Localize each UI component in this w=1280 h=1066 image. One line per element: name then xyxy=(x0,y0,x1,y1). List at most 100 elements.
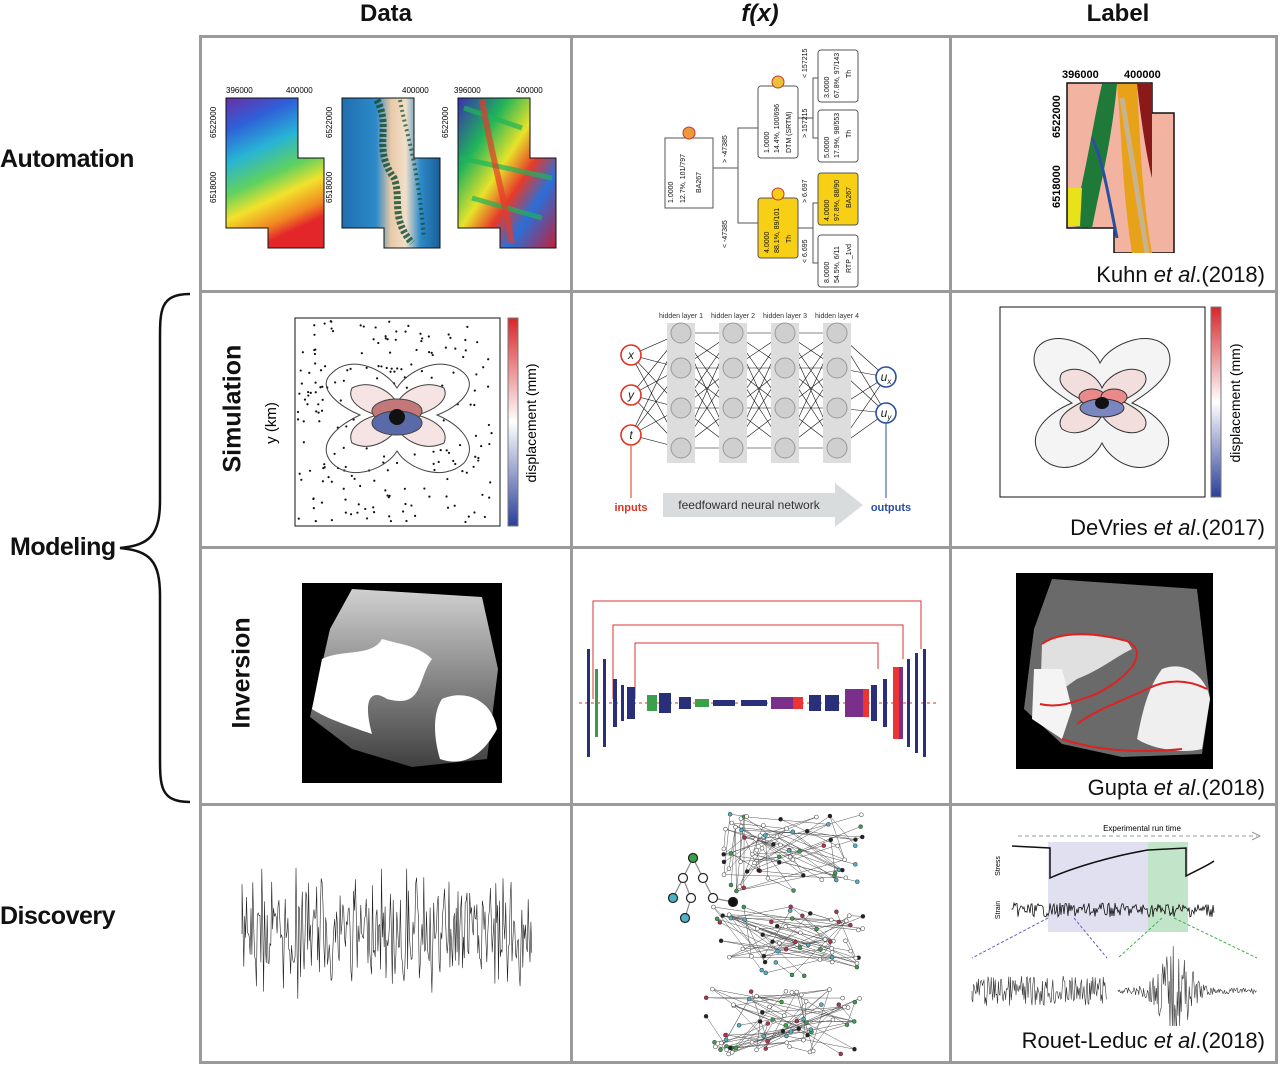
tree-node xyxy=(776,854,782,860)
tree-node xyxy=(728,915,734,921)
tree-node xyxy=(739,827,744,833)
nn-node xyxy=(722,322,744,344)
scatter-point xyxy=(331,330,335,333)
label-map-x-tick-2: 400000 xyxy=(1124,69,1161,81)
tree-node xyxy=(856,927,861,933)
tree-node xyxy=(819,1002,824,1007)
tree-node xyxy=(805,942,811,948)
scatter-point xyxy=(353,477,356,480)
tree-node xyxy=(728,1045,733,1051)
scatter-point xyxy=(330,320,333,323)
scatter-point xyxy=(404,502,407,506)
scatter-point xyxy=(445,495,448,498)
tree-node xyxy=(756,868,761,873)
tree-node xyxy=(843,938,848,944)
tree-node xyxy=(827,987,832,992)
tree-node xyxy=(848,948,853,954)
unet-layer-block xyxy=(587,649,590,757)
nn-node xyxy=(826,397,848,419)
scatter-point xyxy=(365,366,368,369)
scatter-point xyxy=(307,390,310,394)
scatter-point xyxy=(342,487,345,490)
scatter-point xyxy=(465,471,468,474)
row-label-automation: Automation xyxy=(0,145,134,173)
scatter-point xyxy=(481,493,484,496)
citation-rouet-leduc-etal: et al xyxy=(1153,1028,1196,1053)
scatter-point xyxy=(452,459,455,463)
scatter-point xyxy=(377,364,380,368)
scatter-point xyxy=(415,348,418,352)
unet-layer-block xyxy=(871,685,877,721)
tree-node xyxy=(834,909,839,915)
stress-label: Stress xyxy=(995,856,1002,876)
citation-gupta-etal: et al xyxy=(1153,775,1196,800)
scatter-point xyxy=(420,370,424,373)
scatter-point xyxy=(482,366,485,369)
scatter-point xyxy=(309,391,312,394)
simulation-colorbar-label: displacement (mm) xyxy=(523,363,539,482)
unet-layer-block xyxy=(621,685,624,721)
scatter-point xyxy=(490,431,493,435)
tree-node xyxy=(817,957,823,962)
tree-node xyxy=(854,960,860,966)
nn-node xyxy=(826,357,848,379)
scatter-point xyxy=(447,451,451,454)
tree-node xyxy=(840,995,845,1001)
tree-node xyxy=(789,990,795,995)
scatter-point xyxy=(389,519,393,523)
scatter-point xyxy=(473,389,476,392)
scatter-point xyxy=(302,420,305,423)
tree-node xyxy=(835,843,840,849)
nn-hidden-layer-3-label: hidden layer 3 xyxy=(763,313,807,320)
tree-node xyxy=(759,967,764,973)
scatter-point xyxy=(441,384,444,387)
scatter-point xyxy=(474,455,477,458)
citation-kuhn-name: Kuhn xyxy=(1096,262,1154,287)
cell-simulation-fx: hidden layer 1 hidden layer 2 hidden lay… xyxy=(570,290,952,549)
tree-node-a-line-3: DTM (SRTM) xyxy=(786,112,793,153)
scatter-point xyxy=(384,337,387,340)
tree-node xyxy=(853,955,859,961)
inversion-velocity-model xyxy=(302,583,502,783)
cell-automation-data: 396000 400000 6522000 6518000 400000 652… xyxy=(199,35,573,293)
tree-node xyxy=(710,986,715,992)
scatter-point xyxy=(360,352,363,355)
scatter-point xyxy=(474,434,478,437)
tree-node xyxy=(759,845,765,851)
tree-node xyxy=(787,908,793,913)
scatter-point xyxy=(320,501,324,504)
scatter-point xyxy=(321,385,324,388)
tree-node xyxy=(760,1010,765,1015)
scatter-point xyxy=(464,520,467,524)
tree-node xyxy=(852,999,858,1005)
nn-hidden-layer-4-label: hidden layer 4 xyxy=(815,313,859,320)
scatter-point xyxy=(362,325,365,328)
tree-node xyxy=(752,860,757,866)
scatter-point xyxy=(395,461,399,465)
tree-node xyxy=(814,926,819,932)
tree-node xyxy=(703,1014,709,1019)
scatter-point xyxy=(427,335,430,338)
cell-automation-label: 396000 400000 6522000 6518000 Kuhn et al… xyxy=(949,35,1278,293)
tree-node xyxy=(828,837,834,843)
tree-node xyxy=(749,1039,755,1045)
scatter-point xyxy=(330,327,333,330)
unet-layer-block xyxy=(883,679,887,727)
unet-layer-block xyxy=(603,659,606,747)
nn-output-ux-base: u xyxy=(881,370,888,384)
scatter-point xyxy=(488,442,491,446)
column-header-label: Label xyxy=(1086,0,1150,27)
tree-node-b-line-1: 4.0000 xyxy=(764,231,771,253)
tree-node xyxy=(776,859,782,865)
tree-node xyxy=(786,848,792,853)
scatter-point xyxy=(296,410,300,414)
tree-node xyxy=(753,836,758,842)
tree-node xyxy=(731,1002,736,1007)
cell-inversion-fx xyxy=(570,546,952,806)
scatter-point xyxy=(344,511,347,514)
geophysics-maps: 396000 400000 6522000 6518000 400000 652… xyxy=(209,86,557,249)
scatter-point xyxy=(300,382,303,385)
nn-node xyxy=(774,437,796,459)
tree-node xyxy=(798,930,803,935)
scatter-point xyxy=(333,381,337,384)
